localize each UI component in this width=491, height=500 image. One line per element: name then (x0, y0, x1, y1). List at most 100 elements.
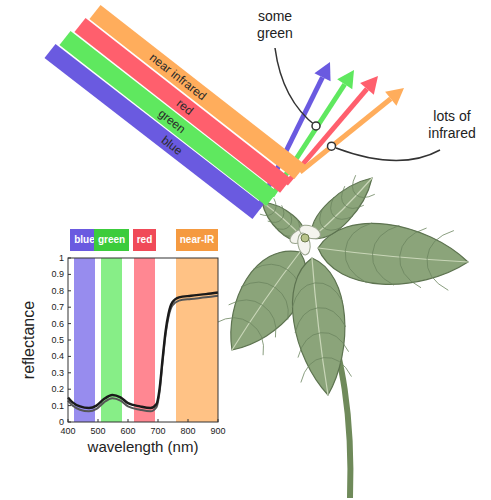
plot-ground (68, 258, 218, 422)
tick-label: 0.1 (30, 400, 64, 412)
axis-tick (68, 372, 71, 373)
leaf-vein (241, 282, 275, 288)
leaf-vein (427, 258, 448, 290)
leaf-vein (289, 212, 291, 226)
legend-box: red (133, 229, 157, 251)
band-label: near-IR (180, 229, 214, 251)
tick-label: 0.9 (30, 268, 64, 280)
axis-tick (68, 274, 71, 275)
leader-line (336, 148, 440, 161)
tick-label: 500 (82, 425, 114, 437)
band-column (74, 258, 95, 422)
axis-title: wavelength (nm) (68, 438, 218, 456)
leaf-vein (373, 225, 400, 253)
leaf-vein (372, 253, 393, 285)
leaf-vein (342, 186, 345, 205)
leaf-vein (312, 178, 372, 238)
axis-tick (98, 419, 99, 422)
leaf-vein (232, 252, 300, 350)
leaf (318, 223, 468, 284)
flower-petal (296, 232, 312, 256)
leader-dot (312, 122, 320, 130)
leaf-vein (251, 323, 264, 355)
leaf-vein (321, 333, 349, 352)
leaf-vein (318, 248, 468, 262)
leaf (312, 178, 372, 238)
leader-line (275, 48, 316, 126)
tick-label: 700 (142, 425, 174, 437)
leaf-vein (253, 264, 287, 270)
arrowhead (337, 70, 354, 89)
tick-label: 1 (30, 252, 64, 264)
tick-label: 600 (112, 425, 144, 437)
axis-tick (188, 419, 189, 422)
axis-title: reflectance (19, 301, 38, 379)
leader-lines (275, 48, 440, 161)
tick-label: 400 (52, 425, 84, 437)
axis-tick (218, 419, 219, 422)
band-column (134, 258, 155, 422)
tick-label: 0.4 (30, 350, 64, 362)
leaf-vein (295, 308, 318, 333)
tick-label: 0.7 (30, 301, 64, 313)
leaf (292, 258, 344, 395)
leaf-vein (345, 205, 364, 208)
axis-tick (68, 389, 71, 390)
leaf-vein (324, 357, 352, 376)
axis-tick (68, 323, 71, 324)
plot-frame (68, 258, 218, 422)
leaf-vein (315, 283, 343, 302)
leaf-vein (260, 212, 274, 215)
axis-tick (68, 258, 71, 259)
axis-tick (68, 290, 71, 291)
leaf-vein (323, 227, 342, 230)
band-label: red (137, 229, 153, 251)
leaf-vein (352, 175, 355, 194)
axis-tick (68, 405, 71, 406)
axis-tick (128, 419, 129, 422)
leaf-vein (400, 256, 421, 288)
axis-tick (68, 307, 71, 308)
callout-text: some green (250, 8, 300, 42)
leaf-vein (318, 308, 346, 327)
spectrum-curve (68, 292, 218, 408)
tick-label: 0.3 (30, 367, 64, 379)
axis-tick (68, 419, 69, 422)
callout-text: lots of infrared (416, 108, 488, 142)
leaf-vein (427, 231, 454, 259)
leaf-vein (275, 288, 288, 320)
leaf-vein (229, 300, 263, 306)
legend-box: green (94, 229, 129, 251)
leaf-vein (282, 205, 284, 219)
flower-center (301, 234, 309, 242)
leaf-vein (292, 283, 315, 308)
plant-drawing (216, 175, 468, 498)
flower-petal (298, 223, 323, 242)
tick-label: 0.6 (30, 318, 64, 330)
reflectance-chart (68, 258, 218, 422)
leader-dot (328, 142, 336, 150)
axis-tick (158, 419, 159, 422)
arrowhead (385, 88, 404, 106)
leaf-vein (345, 251, 366, 283)
leaf-vein (320, 208, 323, 227)
leaf-vein (274, 198, 276, 212)
leaf-vein (345, 223, 372, 251)
arrowhead (314, 62, 330, 81)
leaf-vein (356, 194, 375, 197)
leaf-vein (312, 258, 328, 395)
leaf-vein (216, 318, 250, 324)
tick-label: 0 (30, 416, 64, 428)
leaf-vein (400, 228, 427, 256)
band-label: blue (74, 229, 95, 251)
spectrum-curve (68, 296, 218, 412)
axis-tick (68, 340, 71, 341)
band-label: green (98, 229, 125, 251)
leaf-vein (276, 226, 290, 229)
leaf-vein (331, 197, 334, 216)
legend-box: near-IR (176, 229, 218, 251)
leaf-vein (263, 305, 276, 337)
axis-tick (68, 356, 71, 357)
band-column (176, 258, 218, 422)
